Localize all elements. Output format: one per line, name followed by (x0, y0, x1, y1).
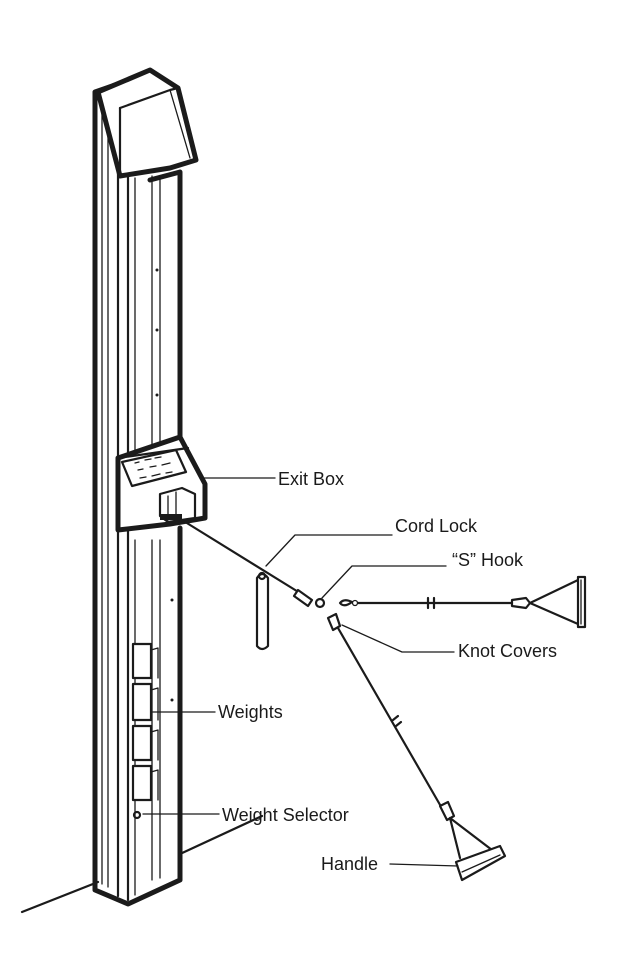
label-s-hook: “S” Hook (452, 550, 524, 570)
right-handle (528, 575, 587, 629)
cord-lock (255, 571, 270, 651)
s-hook-assembly (292, 588, 359, 609)
label-exit-box: Exit Box (278, 469, 344, 489)
leader-lines (142, 477, 459, 867)
cord-lower (326, 612, 456, 822)
top-cap (95, 67, 199, 179)
cord-main (180, 518, 302, 595)
label-handle: Handle (321, 854, 378, 874)
label-cord-lock: Cord Lock (395, 516, 478, 536)
bottom-handle (448, 816, 507, 882)
exit-box (115, 434, 208, 533)
label-weights: Weights (218, 702, 283, 722)
label-knot-covers: Knot Covers (458, 641, 557, 661)
weight-stack (131, 642, 159, 820)
label-weight-selector: Weight Selector (222, 805, 349, 825)
floor-line (20, 814, 264, 914)
